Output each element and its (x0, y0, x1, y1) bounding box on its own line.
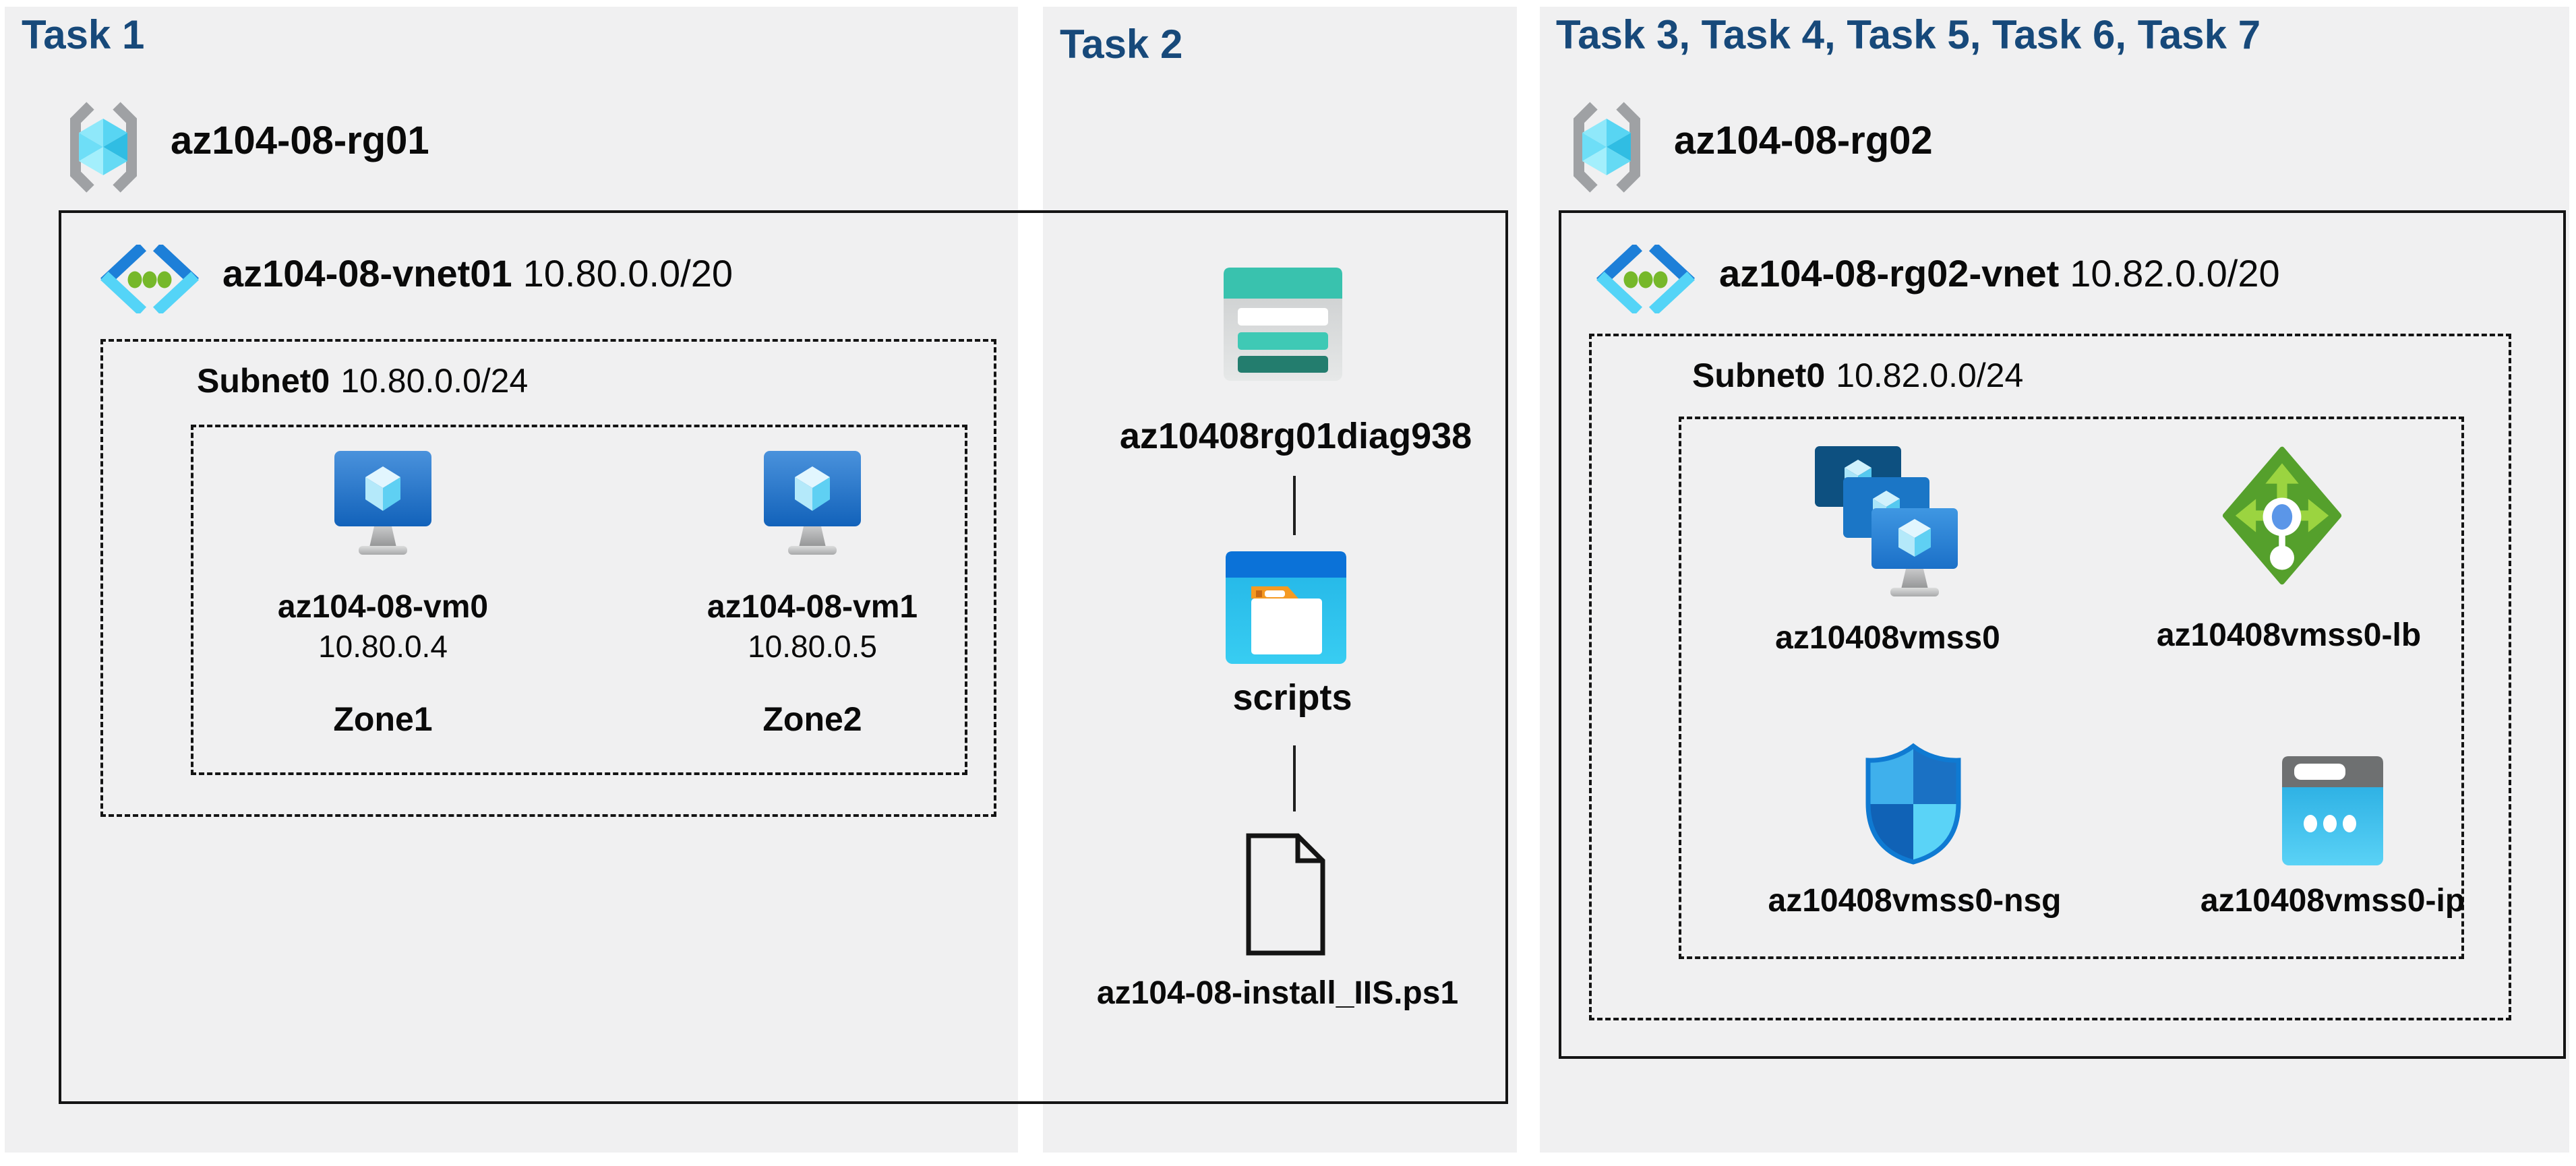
container-label: scripts (1232, 677, 1352, 718)
subnet2-box (1589, 334, 2511, 1020)
network-security-group-icon (1865, 743, 1961, 865)
task1-title: Task 1 (22, 12, 145, 57)
script-file-icon (1246, 833, 1325, 956)
load-balancer-label: az10408vmss0-lb (2156, 617, 2422, 653)
vm-name: az104-08-vm1 (707, 589, 918, 625)
nsg-label: az10408vmss0-nsg (1768, 883, 2062, 919)
vnet-cidr: 10.82.0.0/20 (2070, 252, 2280, 295)
vm-zone: Zone2 (762, 700, 862, 738)
subnet1-label: Subnet0 10.80.0.0/24 (197, 364, 528, 398)
vnet-icon (1596, 245, 1696, 313)
script-file-label: az104-08-install_IIS.ps1 (1096, 975, 1459, 1011)
virtual-machine-icon (764, 451, 861, 555)
vm-ip: 10.80.0.4 (318, 629, 448, 664)
vnet-cidr: 10.80.0.0/20 (522, 252, 733, 295)
task3-title: Task 3, Task 4, Task 5, Task 6, Task 7 (1556, 12, 2261, 57)
vm-ip: 10.80.0.5 (748, 629, 877, 664)
vm-zone-box (191, 425, 967, 775)
task2-title: Task 2 (1060, 22, 1183, 67)
vm-scale-set-icon (1815, 446, 1958, 596)
virtual-machine-icon (334, 451, 431, 555)
subnet1-name: Subnet0 (197, 362, 330, 400)
resource-group-label: az104-08-rg01 (171, 119, 429, 162)
resource-group-icon (1574, 102, 1640, 193)
public-ip-icon (2282, 756, 2383, 865)
subnet2-cidr: 10.82.0.0/24 (1836, 357, 2024, 394)
vnet-icon (100, 245, 200, 313)
connector-line (1293, 745, 1296, 811)
public-ip-label: az10408vmss0-ip (2200, 883, 2465, 919)
resource-group-label: az104-08-rg02 (1674, 119, 1933, 162)
vm-zone: Zone1 (333, 700, 433, 738)
subnet1-box (100, 339, 996, 817)
storage-account-label: az10408rg01diag938 (1119, 416, 1472, 456)
vnet2-box (1559, 210, 2566, 1059)
load-balancer-icon (2222, 446, 2342, 585)
vmss-label: az10408vmss0 (1775, 620, 2000, 656)
task3-panel (1540, 7, 2569, 1153)
subnet1-cidr: 10.80.0.0/24 (340, 362, 529, 400)
vm-name: az104-08-vm0 (277, 589, 489, 625)
subnet2-label: Subnet0 10.82.0.0/24 (1692, 359, 2023, 392)
vnet1-box (59, 210, 1508, 1104)
blob-container-icon (1226, 551, 1346, 664)
resource-group-icon (70, 102, 137, 193)
storage-account-icon (1224, 268, 1342, 381)
task1-panel (5, 7, 1018, 1153)
connector-line (1293, 476, 1296, 535)
vmss-resources-box (1679, 417, 2464, 959)
vnet-name: az104-08-vnet01 (222, 252, 512, 295)
subnet2-name: Subnet0 (1692, 357, 1826, 394)
vnet-name: az104-08-rg02-vnet (1719, 252, 2060, 295)
